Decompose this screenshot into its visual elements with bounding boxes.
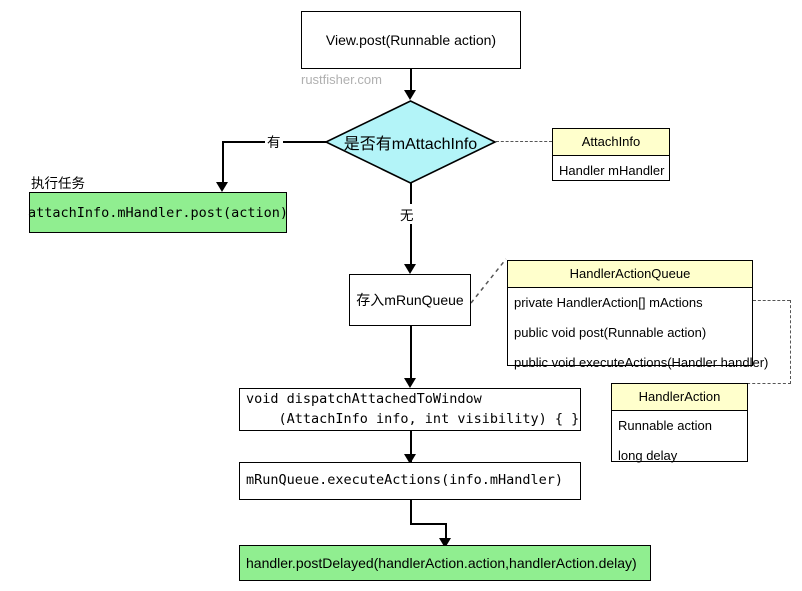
node-exec-task-label: attachInfo.mHandler.post(action) [27,204,289,221]
arrowhead-yes-to-exec [216,182,228,192]
node-decision-label: 是否有mAttachInfo [343,136,478,153]
class-handler-action-queue-row-0: private HandlerAction[] mActions [514,295,703,310]
connector-dispatch-to-execute [410,431,412,463]
node-store-runqueue-label: 存入mRunQueue [356,292,464,308]
connector-execute-to-post-seg3 [445,523,447,544]
node-exec-task: attachInfo.mHandler.post(action) [27,192,289,233]
connector-decision-to-attachinfo [496,141,552,142]
class-handler-action-row-0: Runnable action [618,418,712,433]
class-handler-action: HandlerAction Runnable action long delay [611,383,748,463]
connector-execute-to-post-seg2 [410,523,447,525]
node-decision-shape [324,100,497,184]
class-attach-info-row: Handler mHandler [559,163,665,178]
connector-store-to-dispatch [410,326,412,383]
class-handler-action-queue-row-2: public void executeActions(Handler handl… [514,355,769,370]
node-decision: 是否有mAttachInfo [325,100,496,184]
branch-label-no: 无 [398,204,416,224]
arrowhead-start-to-decision [404,90,416,100]
watermark-rustfisher: rustfisher.com [301,72,382,87]
node-execute-actions-label: mRunQueue.executeActions(info.mHandler) [246,472,563,489]
caption-exec-task: 执行任务 [31,176,85,191]
node-dispatch-attached-to-window: void dispatchAttachedToWindow (AttachInf… [239,388,581,431]
arrowhead-dispatch-to-execute [404,454,416,464]
arrowhead-store-to-dispatch [404,378,416,388]
connector-yes-vertical [222,141,224,185]
node-post-delayed-label: handler.postDelayed(handlerAction.action… [246,554,637,571]
arrowhead-execute-to-post [439,538,451,548]
node-view-post-label: View.post(Runnable action) [325,32,497,48]
node-execute-actions: mRunQueue.executeActions(info.mHandler) [239,462,581,500]
connector-start-to-decision [410,69,412,92]
branch-label-yes: 有 [265,131,283,151]
node-store-runqueue: 存入mRunQueue [349,274,471,326]
class-handler-action-queue: HandlerActionQueue private HandlerAction… [507,260,768,370]
class-attach-info-title: AttachInfo [553,129,669,156]
class-handler-action-title: HandlerAction [612,384,747,411]
class-handler-action-row-1: long delay [618,448,678,463]
connector-queue-to-action-seg2 [790,300,791,384]
node-post-delayed: handler.postDelayed(handlerAction.action… [239,545,651,581]
connector-store-to-queue-class [470,258,507,304]
arrowhead-no-to-store [404,264,416,274]
class-attach-info: AttachInfo Handler mHandler [552,128,670,181]
node-dispatch-attached-to-window-label: void dispatchAttachedToWindow (AttachInf… [246,390,580,427]
node-view-post: View.post(Runnable action) [301,11,521,69]
connector-queue-to-action-seg3 [742,383,791,384]
class-handler-action-queue-row-1: public void post(Runnable action) [514,325,707,340]
connector-queue-to-action-seg1 [753,300,790,301]
connector-execute-to-post-seg1 [410,500,412,524]
class-handler-action-queue-title: HandlerActionQueue [508,261,752,288]
connector-no-vertical [410,183,412,268]
